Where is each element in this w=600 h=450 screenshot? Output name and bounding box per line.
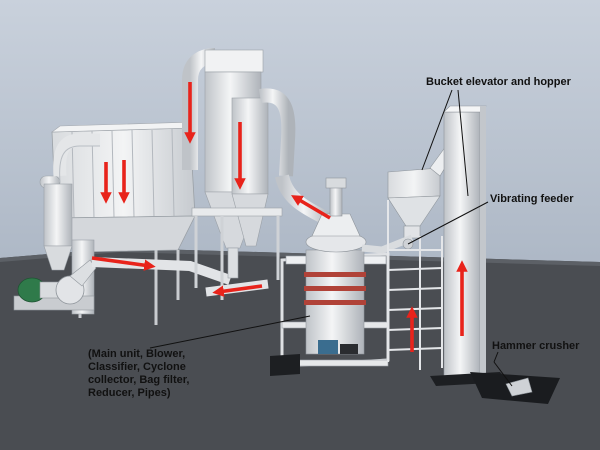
- leader-bucket-2: [457, 89, 469, 197]
- label-main-unit: (Main unit, Blower, Classifier, Cyclone …: [88, 348, 190, 399]
- leader-lines: [149, 89, 513, 387]
- main-unit-pit: [270, 354, 300, 376]
- label-bucket-elevator: Bucket elevator and hopper: [426, 76, 571, 88]
- leader-vibrating: [407, 201, 489, 245]
- flow-arrow-classifier: [291, 195, 331, 220]
- hammer-crusher: [505, 377, 533, 397]
- label-vibrating-feeder: Vibrating feeder: [490, 193, 574, 205]
- flow-arrow-discharge: [212, 284, 263, 297]
- access-ladder: [387, 200, 443, 370]
- bucket-elevator: [443, 105, 487, 383]
- leader-bucket-1: [421, 89, 453, 171]
- label-hammer-crusher: Hammer crusher: [492, 340, 580, 352]
- left-pipework: [39, 133, 100, 315]
- leader-hammer-2: [493, 361, 513, 387]
- flow-arrow-return: [91, 256, 156, 271]
- main-unit: [280, 177, 390, 368]
- leader-hammer: [493, 351, 499, 363]
- leader-main: [149, 315, 311, 349]
- flow-arrows: [91, 82, 468, 352]
- blower: [13, 259, 97, 311]
- cyclone-collector: [182, 48, 296, 300]
